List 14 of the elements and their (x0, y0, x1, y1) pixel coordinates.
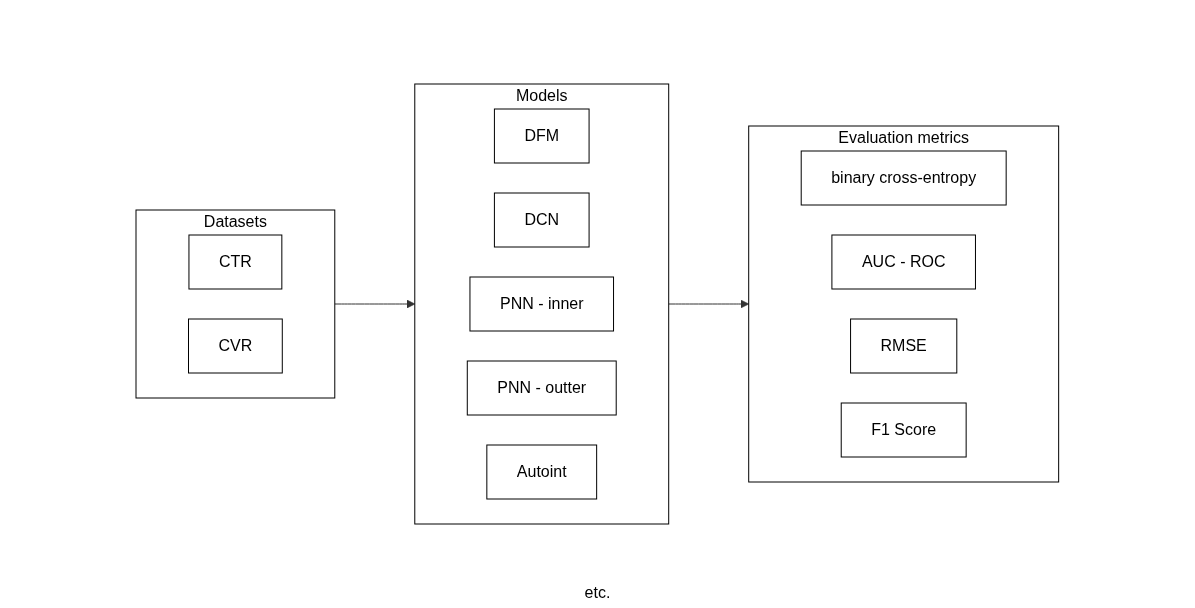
node-box: AUC - ROC (831, 234, 977, 290)
node-box: Autoint (486, 444, 598, 500)
note-text: etc. (584, 584, 611, 601)
node-box: DFM (494, 108, 590, 164)
node-box: CVR (188, 318, 283, 374)
node-box: PNN - inner (469, 276, 615, 332)
node-box: DCN (494, 192, 590, 248)
node-box: RMSE (850, 318, 958, 374)
node-box: PNN - outter (466, 360, 617, 416)
node-box: CTR (188, 234, 283, 290)
arrow (668, 299, 750, 309)
node-box: F1 Score (840, 402, 967, 458)
arrow (334, 299, 416, 309)
node-box: binary cross-entropy (800, 150, 1007, 206)
